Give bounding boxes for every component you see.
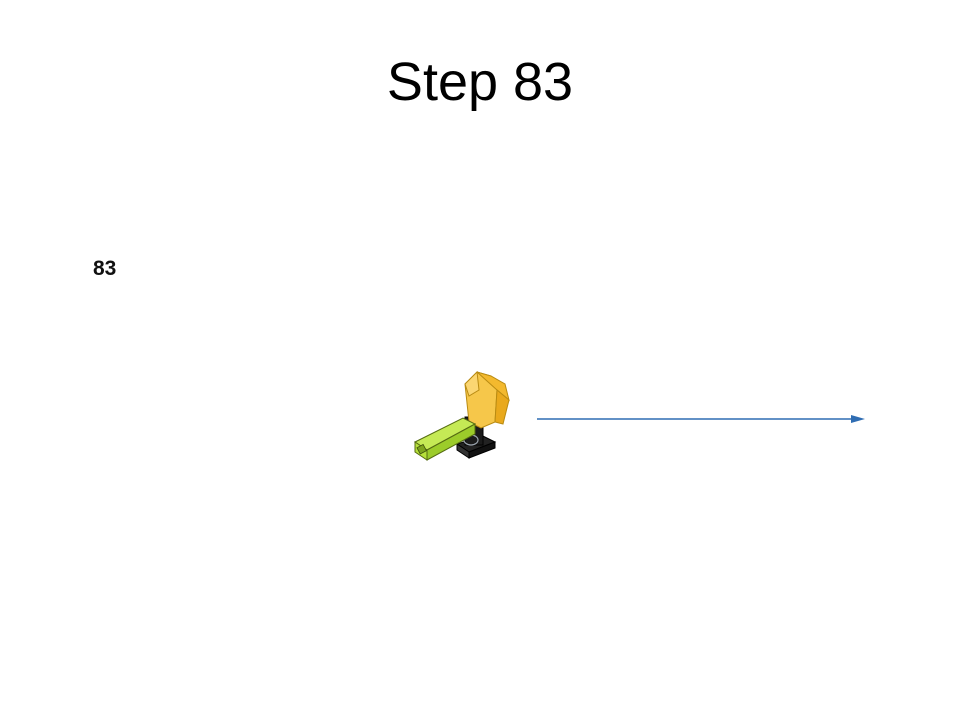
faint-watermark-text [410, 503, 640, 513]
direction-arrow [537, 415, 865, 423]
lime-green-beam-part [414, 417, 477, 461]
step-number-label: 83 [93, 257, 117, 280]
lego-assembly-diagram [414, 370, 510, 461]
slide-title: Step 83 [386, 52, 574, 112]
yellow-wedge-part [464, 370, 510, 429]
